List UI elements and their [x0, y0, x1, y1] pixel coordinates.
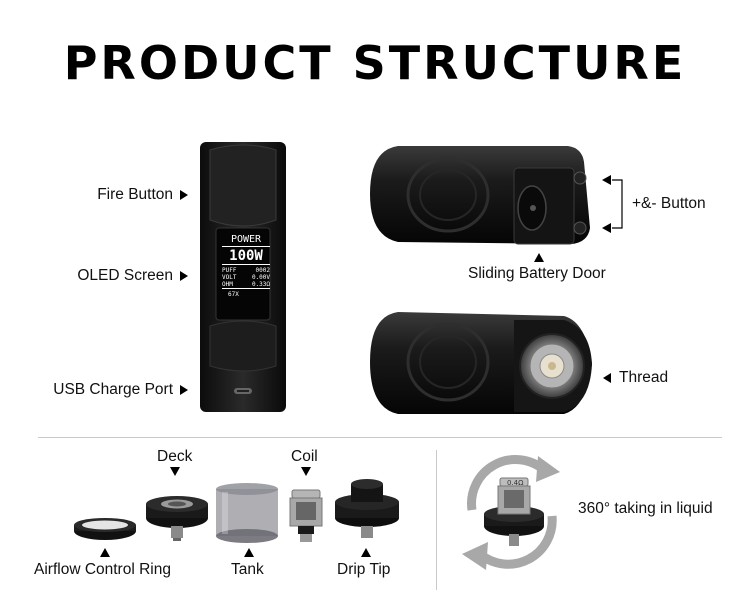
label-sliding-battery-door: Sliding Battery Door: [468, 265, 606, 282]
tank-part: [216, 483, 278, 543]
coil-marking: 0.4Ω: [507, 479, 524, 487]
label-airflow-control-ring: Airflow Control Ring: [34, 561, 171, 578]
rotation-arrows-icon: [462, 455, 560, 570]
label-fire-button: Fire Button: [97, 186, 188, 204]
oled-row: VOLT 0.00V: [222, 274, 270, 281]
deck-part: [146, 496, 208, 541]
device-thread-view: [370, 312, 592, 414]
pointer-down-icon: [301, 467, 311, 476]
label-deck: Deck: [157, 448, 193, 465]
airflow-ring-part: [74, 518, 136, 540]
column-divider: [436, 450, 437, 590]
label-drip-tip: Drip Tip: [337, 561, 391, 578]
pointer-up-icon: [534, 253, 544, 262]
oled-row: PUFF 0002: [222, 267, 270, 274]
label-coil: Coil: [291, 448, 318, 465]
device-rear-view: [370, 146, 590, 245]
oled-row-key: VOLT: [222, 274, 237, 281]
oled-row: OHM 0.33Ω: [222, 281, 270, 289]
pointer-up-icon: [100, 548, 110, 557]
label-thread: Thread: [603, 369, 668, 387]
oled-power: 100W: [222, 248, 270, 265]
label-usb-charge-port: USB Charge Port: [53, 381, 188, 399]
label-oled-screen: OLED Screen: [77, 267, 188, 285]
pointer-right-icon: [180, 384, 188, 395]
label-tank: Tank: [231, 561, 264, 578]
oled-mode: POWER: [222, 234, 270, 247]
section-divider: [38, 437, 722, 438]
drip-tip-part: [335, 479, 399, 538]
pointer-up-icon: [244, 548, 254, 557]
label-taking-in-liquid: 360° taking in liquid: [578, 500, 713, 517]
oled-row-value: 0002: [255, 267, 270, 274]
pointer-up-icon: [361, 548, 371, 557]
oled-row-key: PUFF: [222, 267, 237, 274]
label-plus-minus-button: +&- Button: [632, 195, 706, 212]
oled-row-value: 0.33Ω: [251, 281, 270, 288]
device-front-view: [200, 142, 286, 412]
coil-part: [289, 489, 323, 542]
pointer-right-icon: [180, 189, 188, 200]
pointer-left-icon: [603, 372, 611, 383]
oled-screen: POWER 100W PUFF 0002 VOLT 0.00V OHM 0.33…: [222, 234, 270, 298]
bracket-icon: [602, 175, 623, 233]
oled-row-key: OHM: [222, 281, 233, 288]
page-title: PRODUCT STRUCTURE: [63, 36, 687, 90]
oled-row-value: 0.00V: [251, 274, 270, 281]
pointer-down-icon: [170, 467, 180, 476]
deck-coil-assembly: [484, 477, 544, 546]
pointer-right-icon: [180, 270, 188, 281]
oled-footer: 67X: [228, 291, 239, 298]
